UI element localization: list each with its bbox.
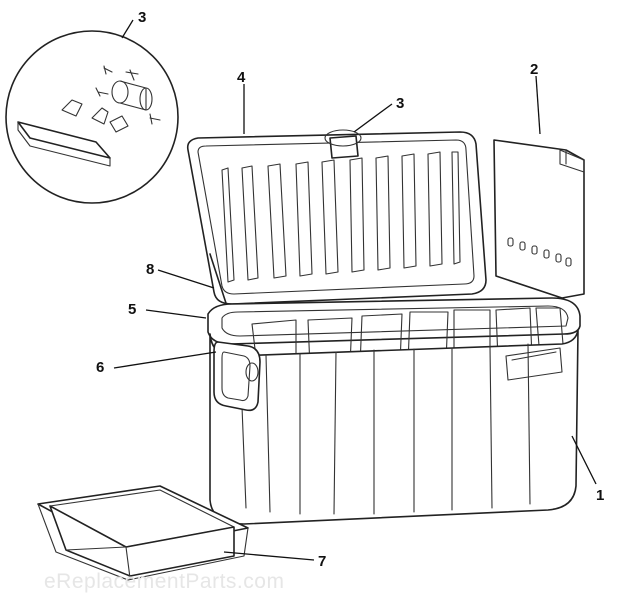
cooler-lid <box>186 129 487 341</box>
callout-2: 2 <box>530 61 538 78</box>
callout-1: 1 <box>596 487 604 504</box>
food-tray <box>37 485 249 581</box>
callout-4: 4 <box>237 69 246 86</box>
divider-panel <box>493 139 585 299</box>
callout-6: 6 <box>96 359 104 376</box>
callout-3-detail: 3 <box>138 9 146 26</box>
callout-8: 8 <box>146 261 154 278</box>
leader-lines <box>113 19 597 561</box>
callout-5: 5 <box>128 301 136 318</box>
cooler-body <box>207 297 581 525</box>
latch-detail-inset <box>5 30 179 204</box>
watermark-text: eReplacementParts.com <box>44 570 284 593</box>
callout-3-latch: 3 <box>396 95 404 112</box>
callout-7: 7 <box>318 553 326 570</box>
